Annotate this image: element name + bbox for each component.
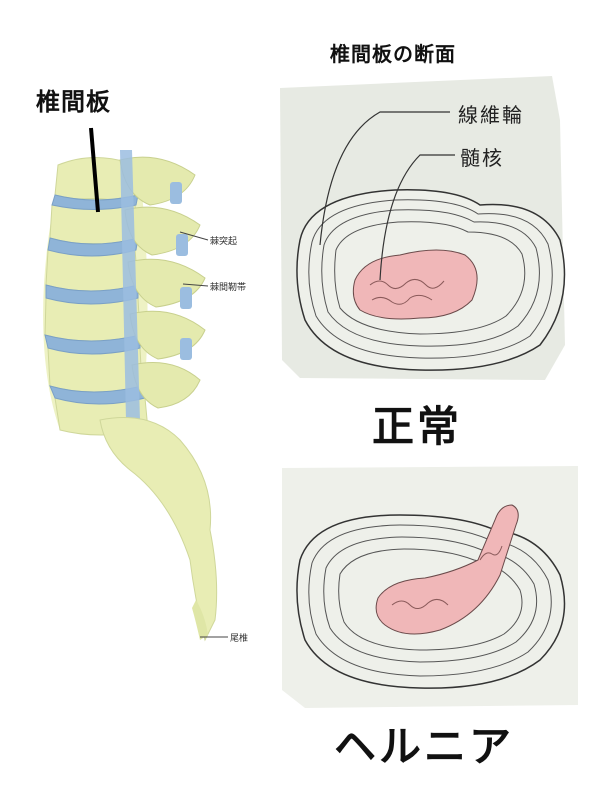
label-coccyx: 尾椎	[230, 634, 249, 644]
label-annulus: 線維輪	[458, 103, 524, 127]
hernia-disc-illustration	[282, 466, 578, 708]
label-spinous-process: 棘突起	[210, 237, 238, 247]
spine-illustration	[43, 127, 228, 642]
caption-normal: 正常	[372, 402, 463, 451]
normal-disc-illustration	[280, 76, 566, 380]
disc-title: 椎間板	[36, 88, 111, 116]
section-title: 椎間板の断面	[330, 42, 456, 66]
label-nucleus: 髄核	[460, 146, 504, 170]
caption-hernia: ヘルニア	[334, 722, 515, 771]
label-interspinous-ligament: 棘間靭帯	[210, 283, 247, 293]
